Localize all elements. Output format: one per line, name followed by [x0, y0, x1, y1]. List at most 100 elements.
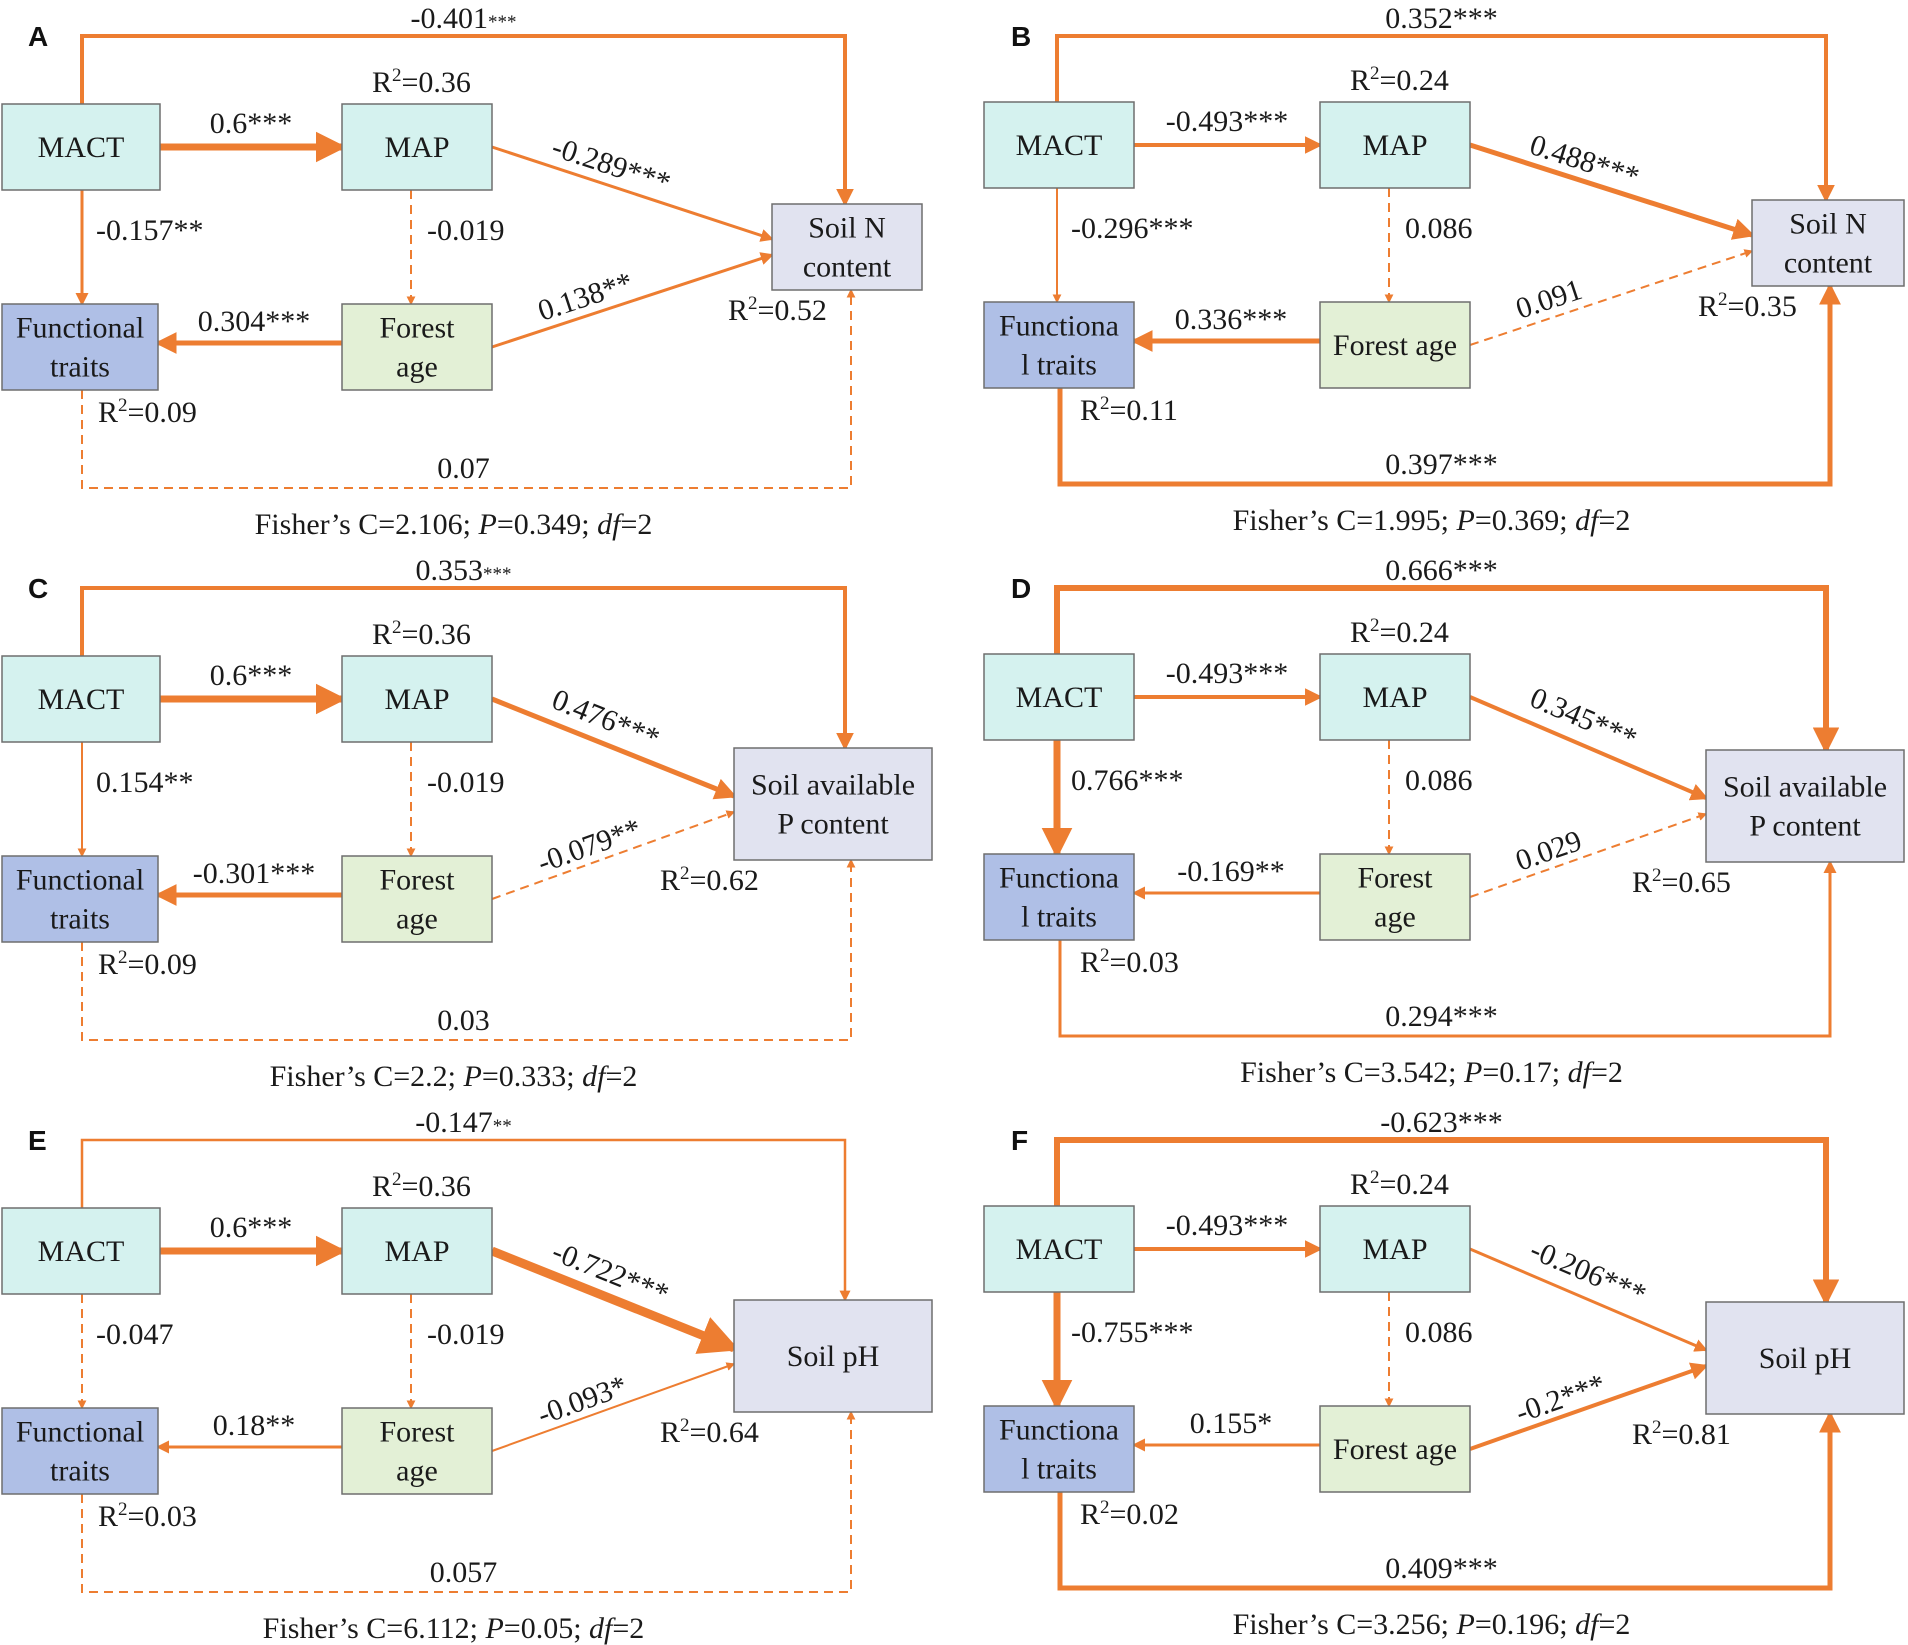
node-functional-traits-label: l traits: [1021, 1453, 1097, 1486]
coef-traits-soil: 0.294***: [1385, 1000, 1498, 1033]
coef-age-soil: -0.093*: [533, 1369, 631, 1431]
node-soil-label: P content: [1749, 810, 1861, 843]
path-age-soil: [1469, 249, 1754, 346]
node-map-label: MAP: [384, 131, 449, 164]
path-mact-soil-top: [80, 34, 854, 207]
r2-traits: R2=0.09: [98, 395, 197, 429]
panel-letter: C: [28, 573, 48, 604]
node-mact-label: MACT: [38, 131, 125, 164]
r2-traits: R2=0.02: [1080, 1497, 1179, 1531]
node-functional-traits-label: Functiona: [999, 1414, 1119, 1447]
coef-mact-map: 0.6***: [210, 107, 293, 140]
node-forest-age-label: age: [396, 1455, 438, 1488]
node-functional-traits-label: l traits: [1021, 901, 1097, 934]
r2-soil: R2=0.52: [728, 293, 827, 327]
path-map-soil: [491, 696, 738, 800]
coef-map-age: 0.086: [1405, 764, 1473, 797]
node-map: MAP: [341, 655, 493, 743]
node-functional-traits-label: Functiona: [999, 862, 1119, 895]
node-soil: Soil pH: [1705, 1301, 1905, 1415]
coef-traits-soil: 0.07: [437, 452, 490, 485]
coef-map-age: -0.019: [427, 214, 505, 247]
coef-mact-soil: 0.353***: [416, 554, 512, 587]
node-soil: Soil pH: [733, 1299, 933, 1413]
node-map-label: MAP: [1362, 681, 1427, 714]
node-functional-traits: Functiona l traits: [983, 1405, 1135, 1493]
coef-mact-map: -0.493***: [1166, 1209, 1289, 1242]
model-fit-statistics: Fisher’s C=3.542; P=0.17; df=2: [1240, 1056, 1623, 1089]
coef-map-age: 0.086: [1405, 1316, 1473, 1349]
path-mact-soil-top: [1054, 585, 1840, 754]
node-forest-age: Forest age: [1319, 1405, 1471, 1493]
coef-mact-traits: -0.755***: [1071, 1316, 1194, 1349]
model-fit-statistics: Fisher’s C=2.106; P=0.349; df=2: [255, 508, 653, 541]
r2-traits: R2=0.11: [1080, 393, 1178, 427]
coef-map-soil: -0.289***: [548, 130, 675, 200]
node-map: MAP: [1319, 1205, 1471, 1293]
node-forest-age-label: Forest age: [1333, 1433, 1457, 1466]
panel-letter: D: [1011, 573, 1031, 604]
r2-map: R2=0.24: [1350, 63, 1449, 97]
r2-map: R2=0.36: [372, 617, 471, 651]
node-soil-label: Soil N: [808, 212, 886, 245]
coef-age-soil: -0.079**: [533, 812, 645, 879]
node-forest-age-label: Forest: [380, 312, 456, 345]
node-map: MAP: [341, 103, 493, 191]
node-soil-label: Soil N: [1789, 208, 1867, 241]
path-traits-soil-bottom: [1057, 282, 1842, 487]
node-forest-age: Forest age: [341, 1407, 493, 1495]
coef-mact-soil: 0.666***: [1385, 554, 1498, 587]
coef-mact-traits: -0.157**: [96, 214, 204, 247]
coef-age-traits: 0.336***: [1175, 303, 1288, 336]
path-map-soil: [1469, 142, 1756, 240]
node-mact: MACT: [1, 1207, 161, 1295]
path-age-soil: [1469, 812, 1708, 898]
path-traits-soil-bottom: [81, 1410, 856, 1593]
node-forest-age-label: age: [1374, 901, 1416, 934]
node-mact: MACT: [1, 655, 161, 743]
node-mact-label: MACT: [1016, 129, 1103, 162]
coef-mact-soil: -0.623***: [1380, 1106, 1503, 1139]
node-functional-traits-label: Functiona: [999, 310, 1119, 343]
coef-map-age: 0.086: [1405, 212, 1473, 245]
node-soil-label: P content: [777, 808, 889, 841]
node-forest-age-label: Forest: [1358, 862, 1434, 895]
coef-mact-traits: 0.766***: [1071, 764, 1184, 797]
model-fit-statistics: Fisher’s C=2.2; P=0.333; df=2: [270, 1060, 638, 1093]
coef-mact-traits: 0.154**: [96, 766, 194, 799]
path-mact-soil-top: [80, 586, 854, 751]
panel-letter: E: [28, 1125, 47, 1156]
node-soil-label: Soil pH: [1759, 1342, 1852, 1375]
path-mact-soil-top: [80, 1138, 851, 1302]
coef-traits-soil: 0.057: [430, 1556, 498, 1589]
coef-age-soil: 0.138**: [534, 266, 637, 328]
path-age-soil: [491, 810, 736, 900]
path-map-soil: [490, 1246, 740, 1354]
node-forest-age-label: Forest age: [1333, 329, 1457, 362]
coef-traits-soil: 0.409***: [1385, 1552, 1498, 1585]
node-map-label: MAP: [1362, 129, 1427, 162]
panel-d: D MACT MAP Functiona l traits Forest age Soil a…: [983, 554, 1905, 1089]
coef-age-traits: 0.155*: [1190, 1407, 1273, 1440]
coef-mact-map: -0.493***: [1166, 657, 1289, 690]
path-map-soil: [491, 145, 774, 242]
r2-traits: R2=0.09: [98, 947, 197, 981]
node-soil-label: Soil available: [751, 769, 915, 802]
path-map-soil: [1469, 695, 1709, 801]
model-fit-statistics: Fisher’s C=1.995; P=0.369; df=2: [1233, 504, 1631, 537]
node-mact: MACT: [983, 653, 1135, 741]
node-functional-traits: Functiona l traits: [983, 853, 1135, 941]
node-mact-label: MACT: [38, 683, 125, 716]
node-map-label: MAP: [1362, 1233, 1427, 1266]
coef-age-soil: -0.2***: [1511, 1368, 1609, 1430]
node-forest-age-label: Forest: [380, 1416, 456, 1449]
